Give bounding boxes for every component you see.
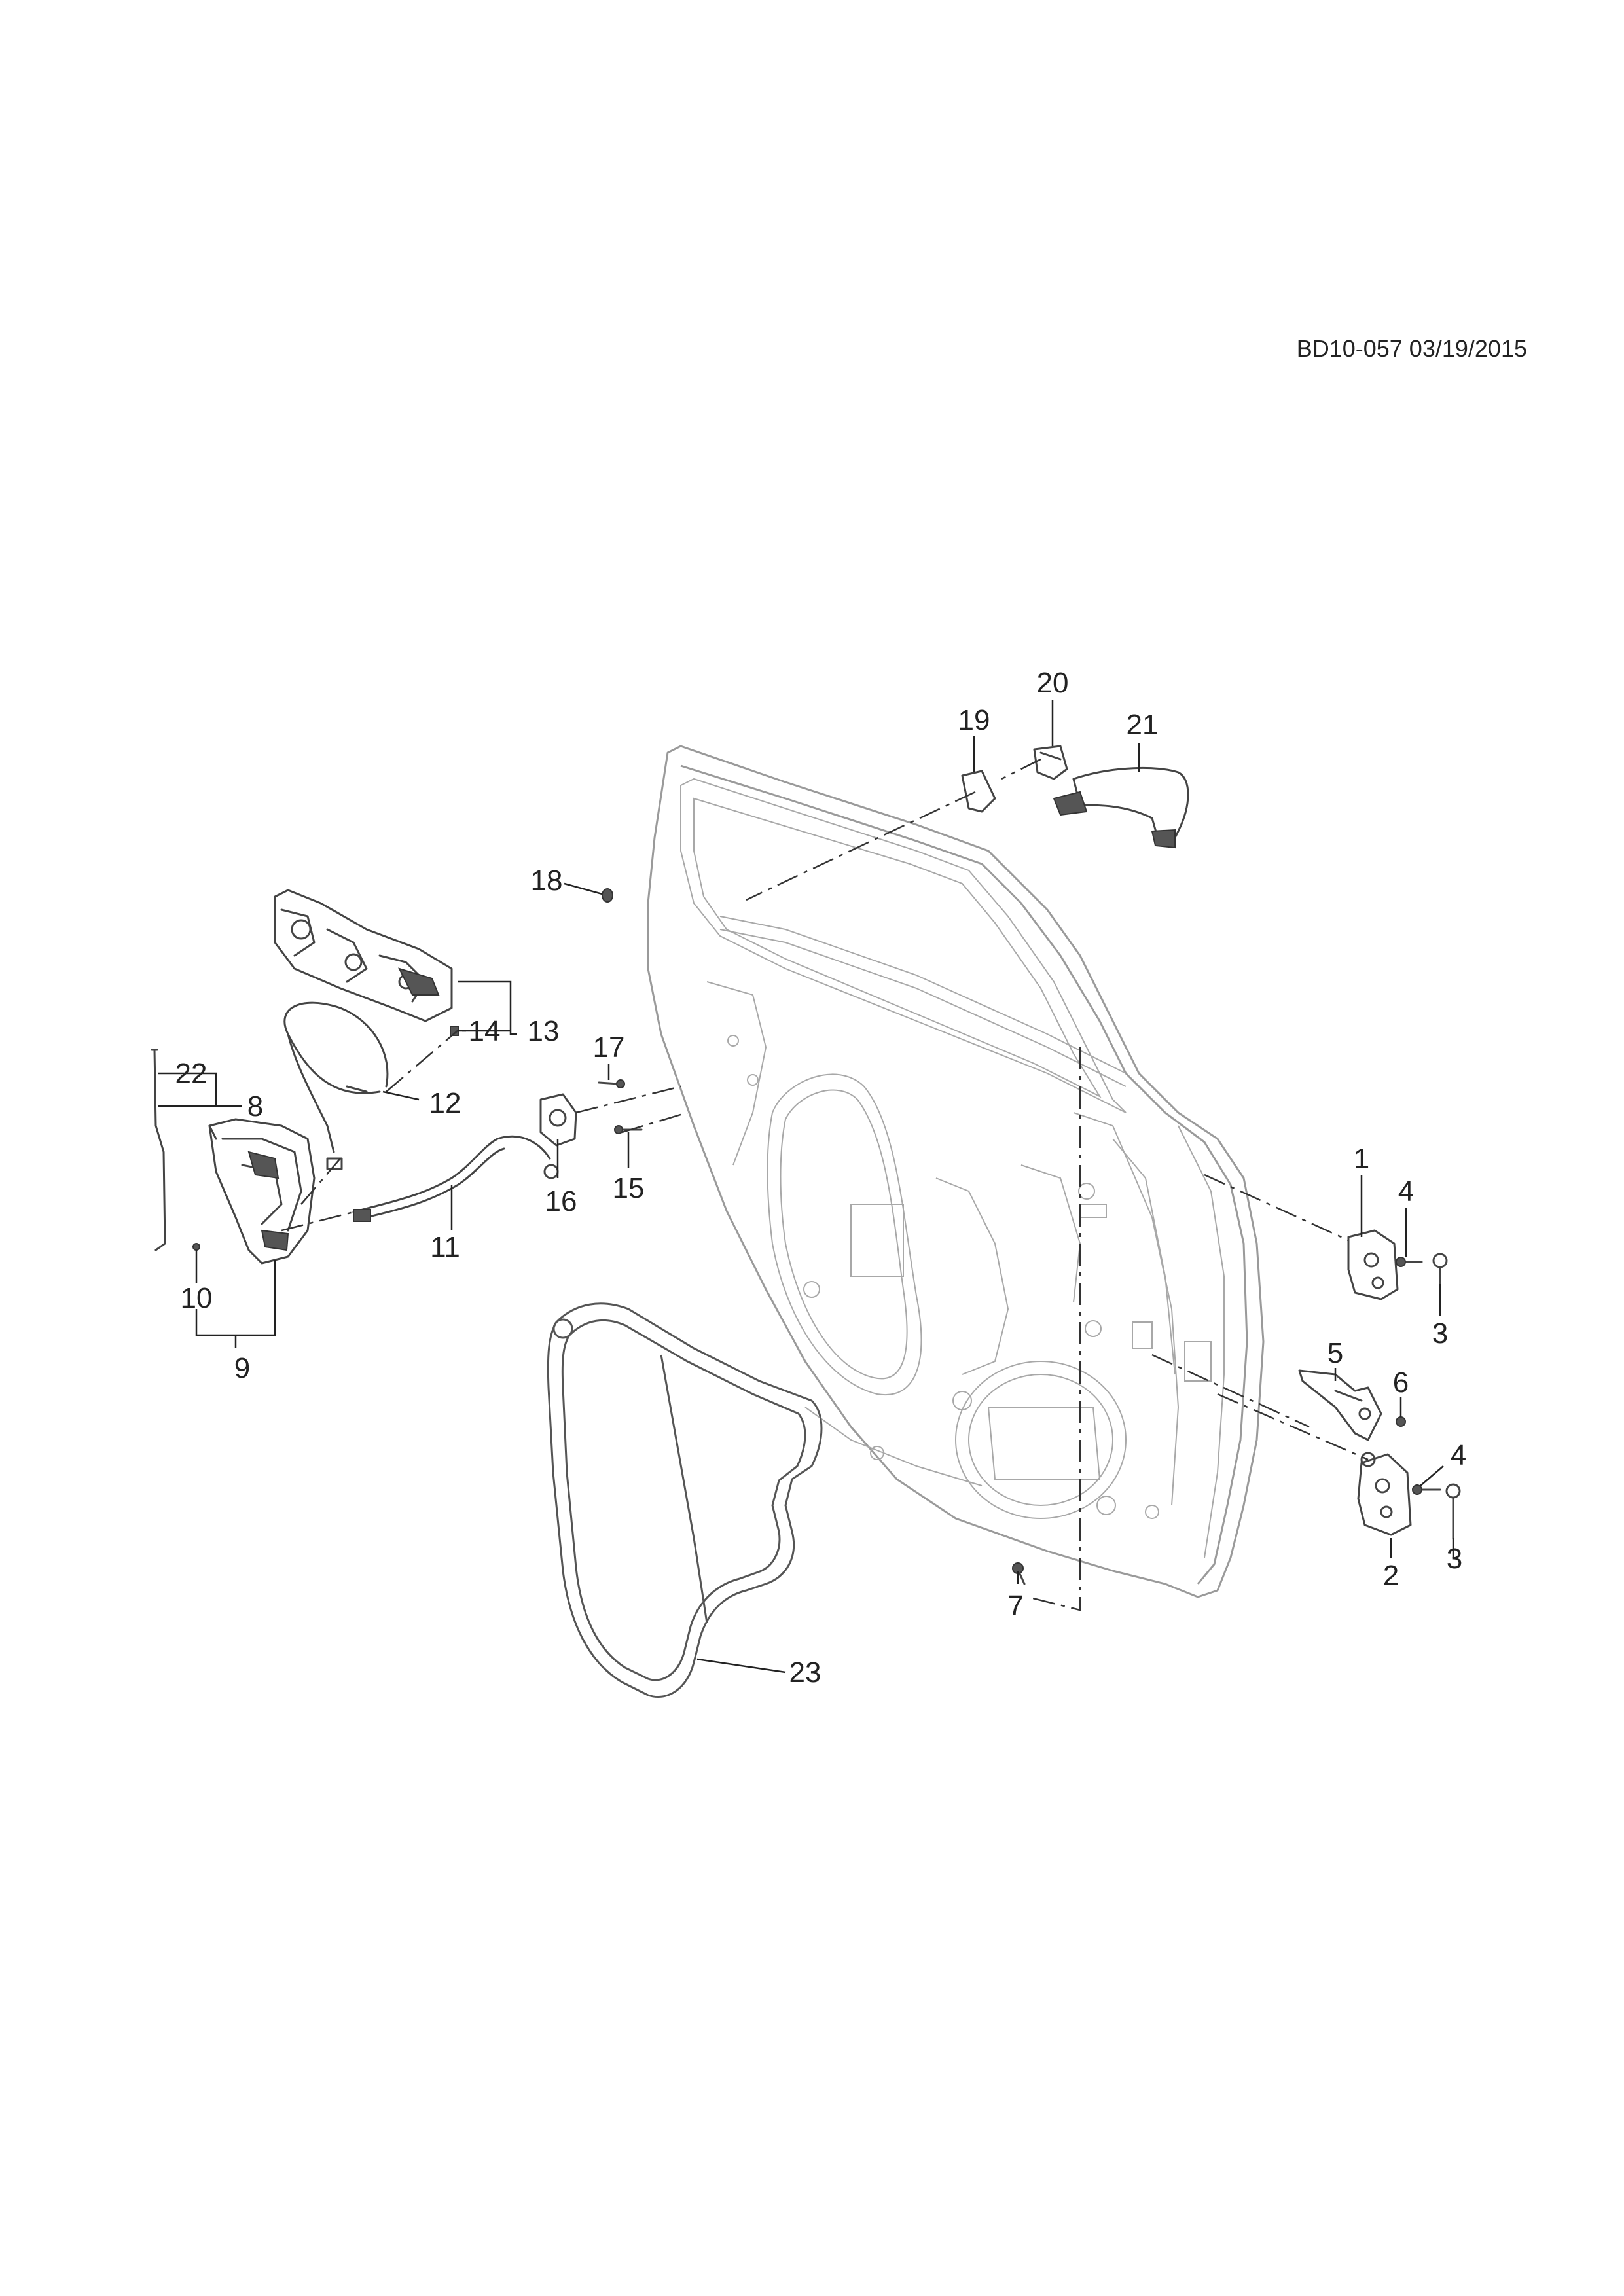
callout-15: 15 — [613, 1172, 645, 1204]
callout-9: 9 — [234, 1352, 250, 1384]
callout-5: 5 — [1327, 1337, 1343, 1369]
lower-hinge — [1357, 1452, 1412, 1536]
latch-rod — [151, 1049, 166, 1251]
handle-bracket — [1033, 745, 1068, 780]
striker-bracket — [539, 1093, 577, 1147]
callout-17: 17 — [593, 1031, 625, 1064]
door-water-shield — [547, 1302, 823, 1698]
callout-14: 14 — [469, 1015, 501, 1047]
callout-8: 8 — [247, 1090, 263, 1122]
upper-hinge — [1347, 1229, 1399, 1300]
callout-16: 16 — [545, 1185, 577, 1217]
assembly-centerlines — [281, 758, 1369, 1611]
callout-6: 6 — [1393, 1367, 1409, 1399]
door-panel — [647, 745, 1265, 1598]
door-latch — [208, 1118, 316, 1265]
outside-handle — [1053, 766, 1189, 849]
callout-3-upper: 3 — [1432, 1318, 1448, 1350]
handle-gasket — [961, 770, 996, 813]
callout-21: 21 — [1127, 709, 1159, 741]
callout-13: 13 — [528, 1015, 560, 1047]
callout-19: 19 — [958, 704, 990, 736]
striker-screw-upper — [598, 1079, 625, 1088]
door-screw — [1012, 1562, 1026, 1585]
callout-4-upper: 4 — [1398, 1175, 1414, 1208]
door-check — [1298, 1369, 1382, 1441]
outside-handle-cable — [352, 1135, 559, 1222]
callout-2: 2 — [1383, 1560, 1399, 1592]
callout-1: 1 — [1354, 1143, 1369, 1175]
hinge-bolt-upper — [1396, 1257, 1423, 1267]
hinge-bolt-lower-rear — [1445, 1483, 1461, 1539]
callout-22: 22 — [175, 1058, 208, 1090]
check-nut — [1396, 1416, 1406, 1427]
hinge-bolt-upper-rear — [1432, 1253, 1448, 1285]
callout-3-lower: 3 — [1447, 1543, 1462, 1575]
callout-11: 11 — [430, 1231, 460, 1263]
inside-handle-module — [274, 889, 453, 1022]
drawing-id: BD10-057 03/19/2015 — [1297, 335, 1527, 362]
callout-labels: 1 4 3 5 6 4 2 3 7 23 13 14 12 11 16 17 1… — [175, 667, 1467, 1689]
callout-4-lower: 4 — [1451, 1439, 1466, 1471]
callout-23: 23 — [789, 1657, 821, 1689]
grommet — [602, 888, 613, 903]
callout-7: 7 — [1008, 1590, 1024, 1622]
callout-12: 12 — [429, 1087, 461, 1119]
callout-20: 20 — [1037, 667, 1069, 699]
callout-18: 18 — [531, 865, 563, 897]
hinge-bolt-lower — [1412, 1484, 1441, 1495]
rod-clip — [192, 1243, 200, 1251]
leader-lines — [158, 700, 1454, 1674]
callout-10: 10 — [181, 1282, 213, 1314]
